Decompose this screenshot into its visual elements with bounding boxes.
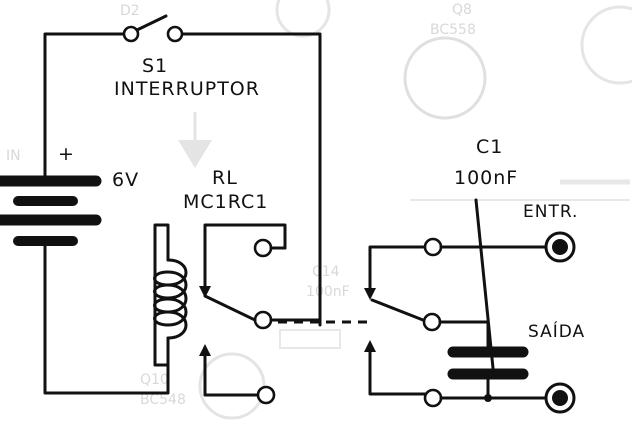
bleed-through-layer: D2 Q8 BC558 IN C14 100nF Q10 BC548	[6, 0, 632, 420]
input-jack-pin	[552, 239, 568, 255]
switch-terminal-left	[122, 25, 140, 43]
right-nc-wire	[368, 245, 427, 298]
relay-common-terminal	[253, 310, 273, 330]
battery-polarity-label: +	[58, 143, 75, 165]
relay-armature	[203, 294, 257, 322]
capacitor-ref-label: C1	[476, 136, 503, 158]
input-jack	[544, 231, 576, 263]
ghost-transistor-q10	[198, 352, 266, 420]
right-no-wire	[368, 342, 427, 396]
relay-no-arrow	[199, 344, 211, 356]
wire-switch-to-relay-common	[173, 32, 322, 327]
ghost-text-q10: Q10	[140, 372, 169, 388]
power-loop-wires	[43, 32, 322, 395]
relay-contacts	[199, 223, 322, 405]
capacitor-leader-line	[474, 198, 496, 380]
battery-symbol	[0, 175, 102, 246]
relay-no-terminal	[256, 385, 276, 405]
switch-terminal-right	[166, 25, 184, 43]
capacitor-value-label: 100nF	[454, 167, 518, 189]
right-nc-terminal	[423, 237, 443, 257]
right-common-terminal	[422, 312, 442, 332]
ghost-text-q8: Q8	[452, 2, 472, 18]
output-jack-pin	[552, 390, 568, 406]
ghost-text-d2: D2	[120, 3, 140, 19]
wire-battery-to-coil-bottom	[43, 240, 170, 395]
ghost-text-bc548: BC548	[140, 392, 186, 408]
relay-part-label: MC1RC1	[183, 191, 268, 213]
switch-ref-label: S1	[142, 55, 168, 77]
right-no-arrow	[364, 340, 376, 352]
ghost-text-c14: C14	[312, 264, 340, 280]
relay-ref-label: RL	[212, 167, 238, 189]
right-switch-contacts	[364, 237, 562, 408]
ghost-transistor-q8	[403, 36, 487, 120]
wire-coil-frame	[153, 223, 170, 367]
ghost-text-bc558: BC558	[430, 22, 476, 38]
ghost-text-100nf: 100nF	[306, 284, 350, 300]
relay-no-wire	[203, 348, 260, 397]
relay-nc-wire	[203, 223, 287, 297]
switch-s1	[122, 14, 184, 43]
relay-nc-terminal	[253, 238, 273, 258]
switch-lever	[135, 14, 168, 32]
ghost-resistor	[279, 329, 341, 349]
right-no-terminal	[423, 388, 443, 408]
relay-coil	[153, 258, 188, 340]
capacitor-c1	[447, 198, 529, 402]
switch-name-label: INTERRUPTOR	[114, 78, 260, 100]
wire-battery-to-switch	[43, 32, 133, 180]
input-jack-label: ENTR.	[523, 202, 578, 222]
capacitor-junction-dot	[484, 394, 492, 402]
relay-nc-arrow	[199, 286, 211, 298]
output-jack	[544, 382, 576, 414]
ghost-diode	[178, 140, 212, 168]
ghost-text-in: IN	[6, 148, 21, 164]
right-armature	[370, 298, 425, 322]
battery-voltage-label: 6V	[112, 169, 139, 191]
right-nc-arrow	[364, 288, 376, 300]
ghost-transistor-top	[275, 0, 331, 38]
output-jack-label: SAÍDA	[528, 320, 585, 342]
ghost-transistor-right	[580, 5, 632, 85]
